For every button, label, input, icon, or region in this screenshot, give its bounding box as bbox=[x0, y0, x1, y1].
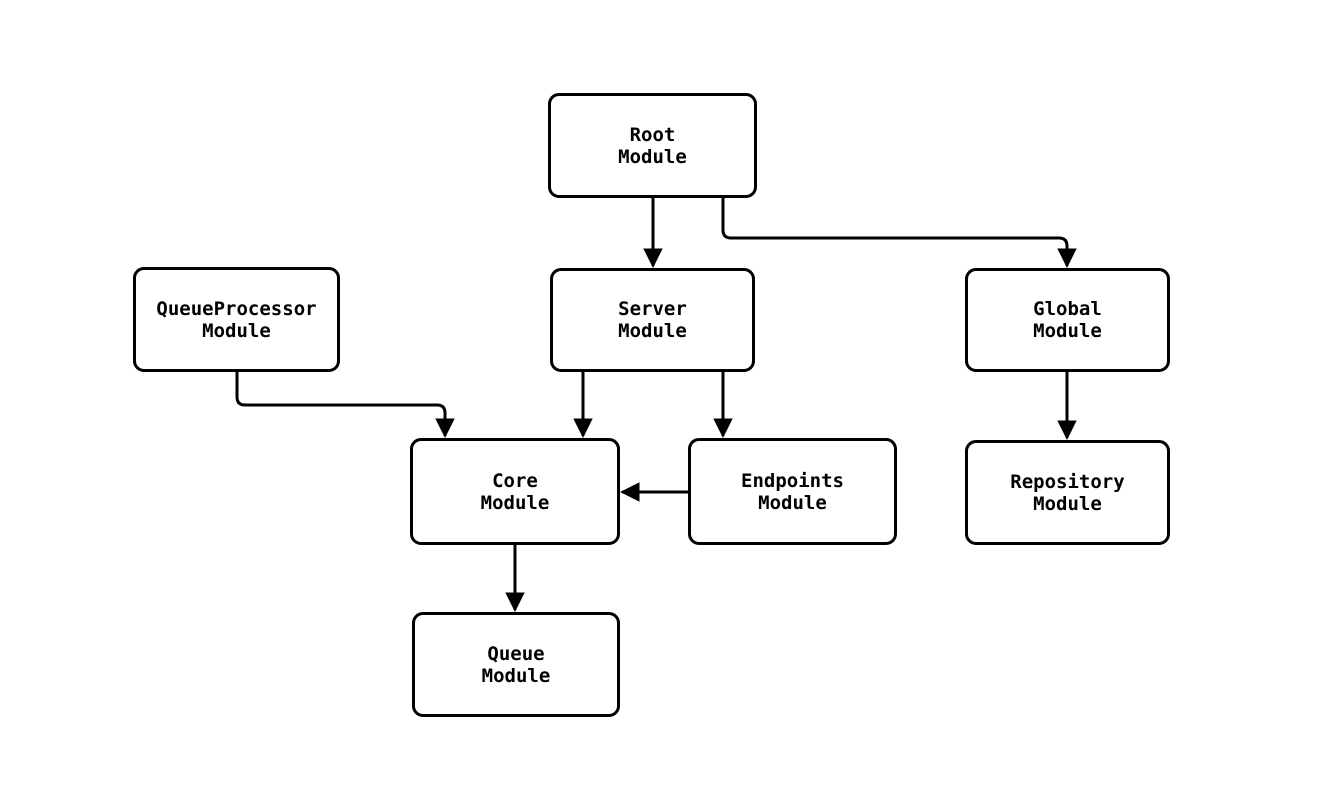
node-server-module: Server Module bbox=[550, 268, 755, 372]
node-label-line: Endpoints bbox=[741, 469, 844, 492]
node-label-line: Module bbox=[481, 664, 551, 687]
node-label-line: Global bbox=[1033, 298, 1102, 320]
node-label-line: Root bbox=[629, 123, 676, 146]
node-label-line: Queue bbox=[487, 642, 545, 665]
node-global-module: Global Module bbox=[965, 268, 1170, 372]
node-label-line: Repository bbox=[1010, 470, 1125, 493]
node-label-line: Module bbox=[1033, 320, 1102, 342]
node-queueprocessor-module: QueueProcessor Module bbox=[133, 267, 340, 372]
node-core-module: Core Module bbox=[410, 438, 620, 545]
node-label-line: Module bbox=[758, 491, 827, 514]
node-label-line: Module bbox=[618, 320, 687, 342]
edge-root-to-global bbox=[721, 198, 1077, 268]
node-label-line: Module bbox=[202, 319, 271, 342]
node-endpoints-module: Endpoints Module bbox=[688, 438, 897, 545]
node-root-module: Root Module bbox=[548, 93, 757, 198]
node-queue-module: Queue Module bbox=[412, 612, 620, 717]
node-label-line: Core bbox=[492, 469, 538, 492]
node-repository-module: Repository Module bbox=[965, 440, 1170, 545]
node-label-line: Server bbox=[618, 298, 687, 320]
node-label-line: Module bbox=[1033, 492, 1102, 515]
edge-queueprocessor-to-core bbox=[235, 372, 455, 438]
node-label-line: Module bbox=[480, 491, 550, 514]
node-label-line: QueueProcessor bbox=[156, 297, 317, 320]
node-label-line: Module bbox=[618, 145, 687, 168]
